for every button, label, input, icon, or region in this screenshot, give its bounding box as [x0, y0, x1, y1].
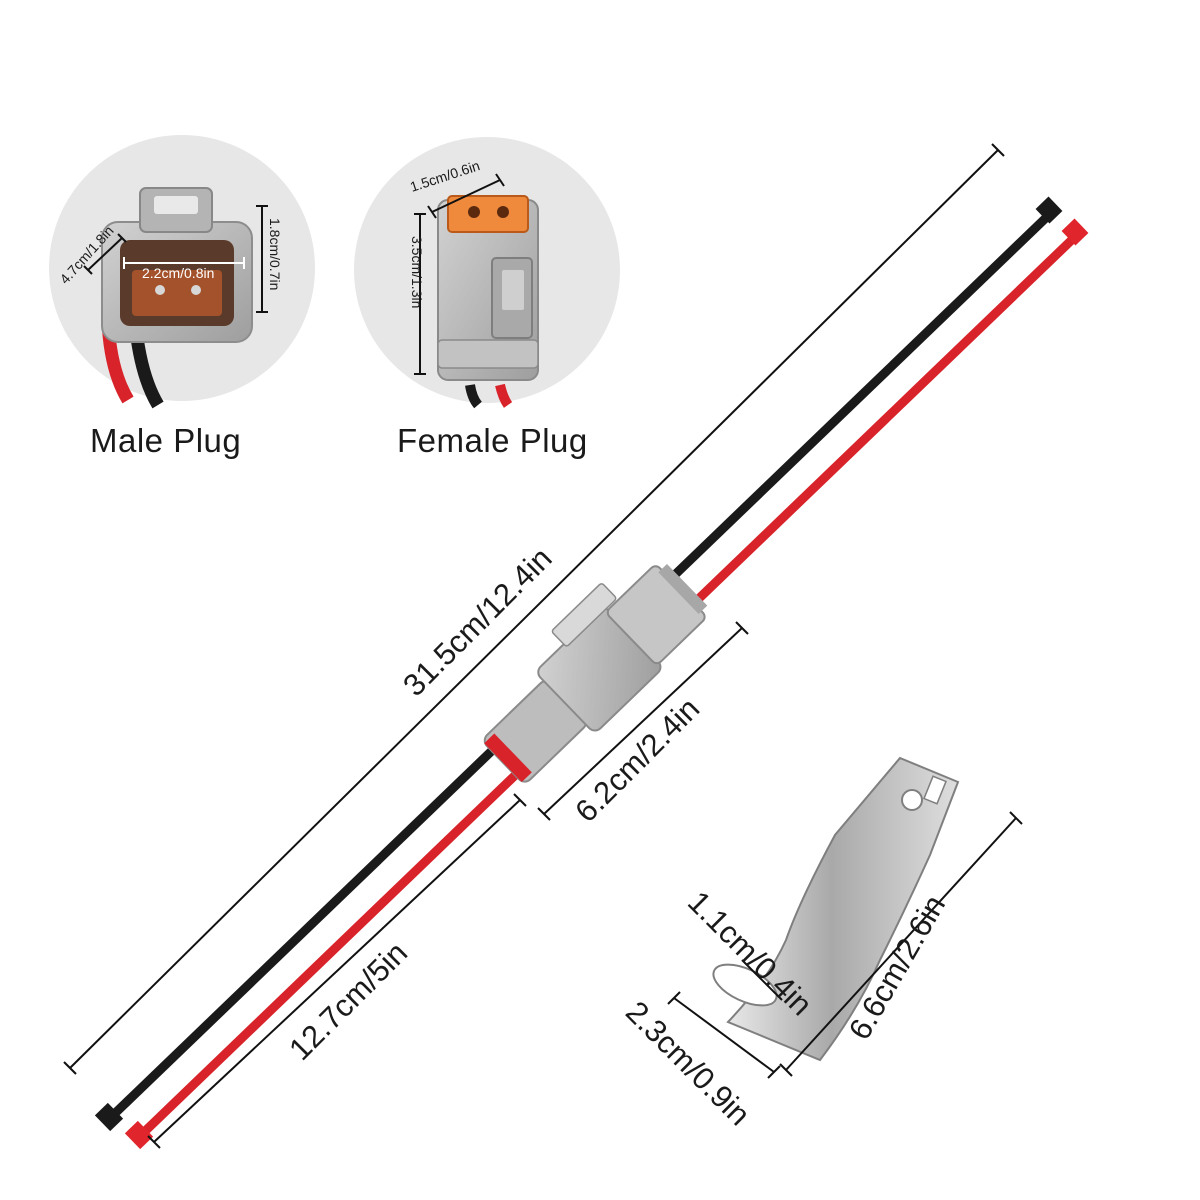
lead-length-dim: 12.7cm/5in: [147, 793, 527, 1149]
male-depth-dim-label: 1.8cm/0.7in: [267, 218, 283, 290]
female-width-dim-line: [431, 179, 501, 213]
female-plug-housing: [437, 195, 539, 381]
red-wire-end-top: [1061, 218, 1089, 246]
female-plug-closeup: 1.5cm/0.6in 3.5cm/1.3in: [354, 137, 620, 409]
clip-top-hole: [901, 789, 923, 811]
female-height-dim-label: 3.5cm/1.3in: [409, 236, 425, 308]
male-plug-housing: [101, 187, 253, 343]
male-plug-caption: Male Plug: [90, 422, 242, 459]
connector-pair: [483, 563, 708, 783]
female-plug-caption: Female Plug: [397, 422, 588, 459]
female-plug-wires: [465, 384, 482, 409]
male-plug-closeup: 4.7cm/1.8in 2.2cm/0.8in 1.8cm/0.7in: [49, 135, 315, 409]
total-length-dim-label: 31.5cm/12.4in: [396, 541, 558, 703]
male-height-dim-line: [87, 237, 123, 271]
red-wire-end-bottom: [124, 1120, 154, 1150]
lead-length-dim-label: 12.7cm/5in: [282, 935, 414, 1067]
black-wire-end-top: [1035, 196, 1063, 224]
clip-body: [726, 756, 960, 1062]
cable-harness: [94, 196, 1089, 1150]
black-wire-end-bottom: [94, 1102, 124, 1132]
male-width-dim-label: 2.2cm/0.8in: [142, 265, 214, 281]
